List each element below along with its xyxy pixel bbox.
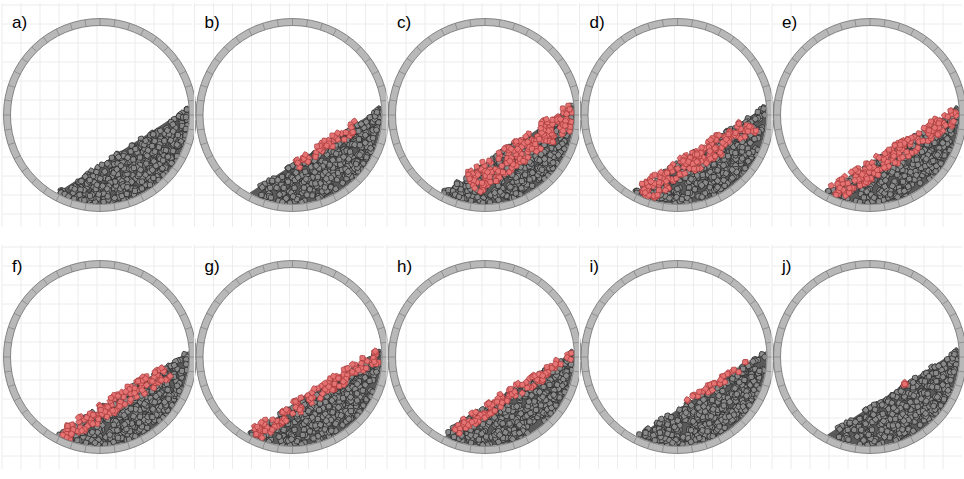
grey-particle <box>143 161 149 167</box>
grey-particle <box>714 167 720 173</box>
grey-particle <box>151 175 156 180</box>
tracer-particle <box>480 159 486 165</box>
grey-particle <box>104 193 111 200</box>
tracer-particle <box>560 106 565 111</box>
grey-particle <box>273 185 280 192</box>
tracer-particle <box>324 143 330 149</box>
grey-particle <box>357 142 363 148</box>
grey-particle <box>732 150 738 156</box>
grey-particle <box>139 186 145 192</box>
drum-panel <box>580 3 775 227</box>
grey-particle <box>99 162 105 168</box>
grey-particle <box>281 185 287 191</box>
grey-particle <box>725 153 731 159</box>
grey-particle <box>175 132 180 137</box>
tracer-particle <box>499 163 505 169</box>
grey-particle <box>518 185 525 192</box>
tracer-particle <box>536 136 542 142</box>
grey-particle <box>87 177 93 183</box>
grey-particle <box>700 172 706 178</box>
tracer-particle <box>342 137 347 142</box>
tracer-particle <box>314 144 319 149</box>
grey-particle <box>374 109 380 115</box>
drum-panel <box>195 3 390 227</box>
grey-particle <box>685 190 690 195</box>
grey-particle <box>131 165 136 170</box>
grey-particle <box>183 114 189 120</box>
tracer-particle <box>330 133 335 138</box>
grey-particle <box>513 190 519 196</box>
grey-particle <box>156 144 162 150</box>
grey-particle <box>301 185 307 191</box>
grey-particle <box>87 193 93 199</box>
drum-panel <box>2 3 197 227</box>
tracer-particle <box>501 170 506 175</box>
grey-particle <box>527 177 532 182</box>
grey-particle <box>519 178 525 184</box>
grey-particle <box>269 178 275 184</box>
grey-particle <box>133 146 139 152</box>
grey-particle <box>755 109 761 115</box>
grey-particle <box>363 154 369 160</box>
grey-particle <box>367 114 373 120</box>
tracer-particle <box>343 130 348 135</box>
drum-panel <box>387 3 582 227</box>
grey-particle <box>137 155 143 161</box>
grey-particle <box>131 157 137 163</box>
grey-particle <box>162 138 167 143</box>
grey-particle <box>370 135 377 142</box>
grey-particle <box>356 136 362 142</box>
tracer-particle <box>496 156 501 161</box>
grey-particle <box>132 188 138 194</box>
grey-particle <box>312 181 318 187</box>
particle-bed <box>54 105 192 207</box>
grey-particle <box>109 155 115 161</box>
grey-particle <box>160 158 166 164</box>
tracer-particle <box>533 141 538 146</box>
tracer-particle <box>474 164 480 170</box>
grey-particle <box>139 178 145 184</box>
tracer-particle <box>350 129 356 135</box>
grey-particle <box>150 131 156 137</box>
tracer-particle <box>521 158 526 163</box>
grey-particle <box>147 182 153 188</box>
grey-particle <box>315 174 320 179</box>
grey-particle <box>302 169 308 175</box>
grey-particle <box>751 136 757 142</box>
grey-particle <box>268 195 273 200</box>
grey-particle <box>267 185 273 191</box>
grey-particle <box>739 155 745 161</box>
grey-particle <box>522 172 528 178</box>
tracer-particle <box>313 154 319 160</box>
grey-particle <box>259 192 265 198</box>
grey-particle <box>76 192 82 198</box>
tracer-particle <box>568 124 573 129</box>
tracer-particle <box>486 158 491 163</box>
tracer-particle <box>567 106 573 112</box>
tracer-particle <box>550 139 556 145</box>
tracer-particle <box>550 117 556 123</box>
tracer-particle <box>493 178 499 184</box>
grey-particle <box>456 193 463 200</box>
grey-particle <box>347 149 353 155</box>
grey-particle <box>356 128 361 133</box>
tracer-particle <box>479 180 484 185</box>
grey-particle <box>454 181 460 187</box>
